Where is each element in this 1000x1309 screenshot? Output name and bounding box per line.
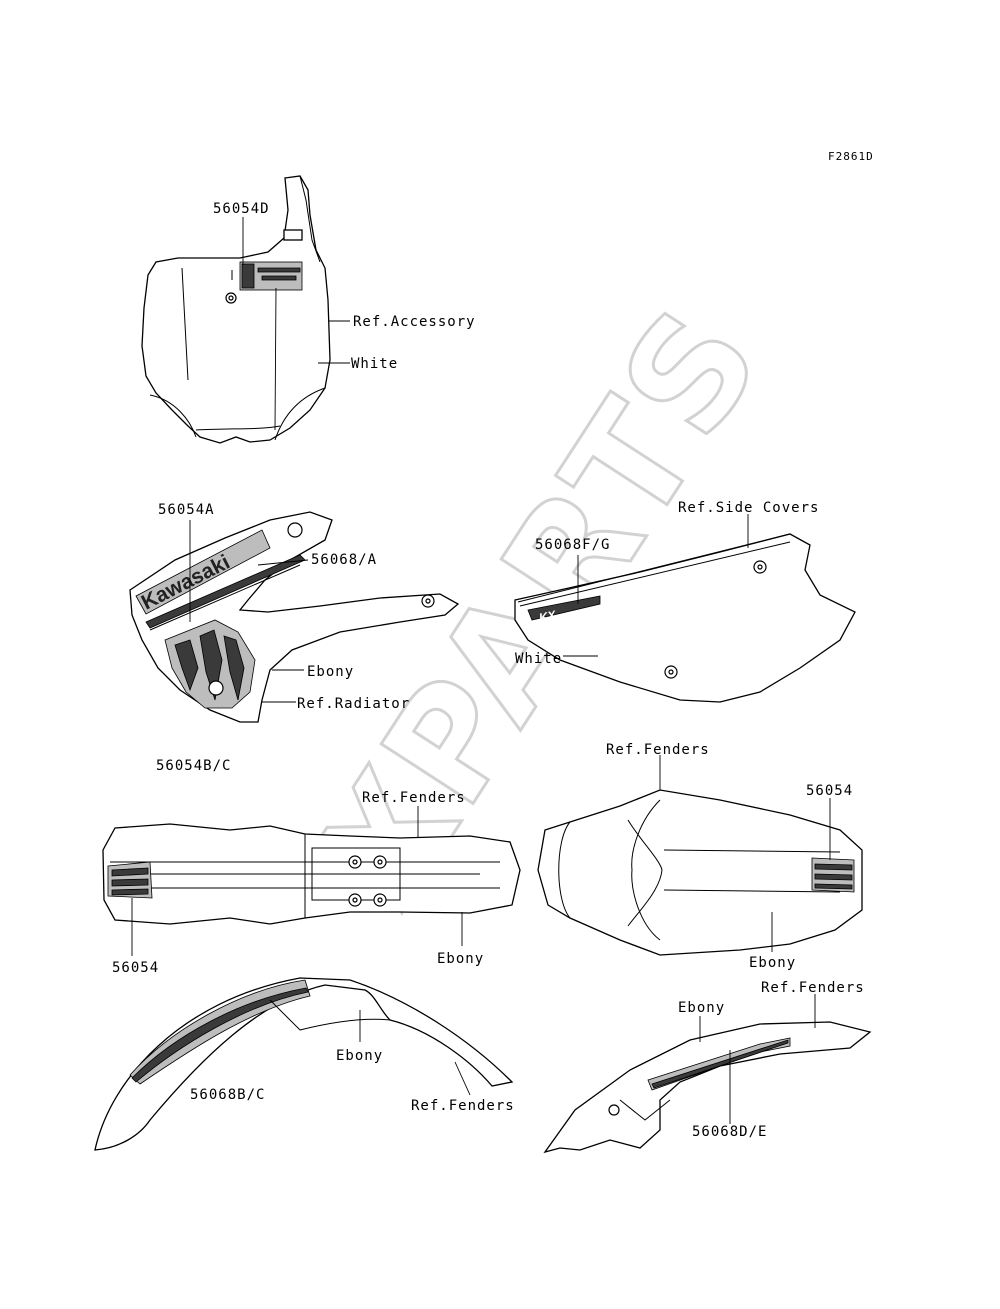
rear-fender-claw-logo — [107, 861, 153, 899]
label-front-fender2-color: Ebony — [678, 1000, 725, 1016]
label-side-cover-decal: 56068F/G — [535, 537, 610, 553]
rear-fender2-claw-logo — [811, 857, 855, 893]
side-cover-logo: KX — [538, 608, 558, 625]
label-rear-fender-ref: Ref.Fenders — [362, 790, 466, 806]
front-fender-left — [94, 977, 514, 1151]
label-side-cover-color: White — [515, 651, 562, 667]
rear-fender-top — [102, 806, 521, 956]
label-front-fender-color: Ebony — [336, 1048, 383, 1064]
radiator-shroud: Kawasaki — [129, 511, 460, 723]
diagram-code: F2861D — [828, 150, 874, 163]
label-shroud-stripe: 56068/A — [311, 552, 377, 568]
label-shroud-ref: Ref.Radiator — [297, 696, 410, 712]
label-rear-fender-decal-set: 56054B/C — [156, 758, 231, 774]
label-front-fender-ref: Ref.Fenders — [411, 1098, 515, 1114]
label-rear-fender2-color: Ebony — [749, 955, 796, 971]
label-number-plate-ref: Ref.Accessory — [353, 314, 476, 330]
label-side-cover-ref: Ref.Side Covers — [678, 500, 819, 516]
label-number-plate-decal: 56054D — [213, 201, 270, 217]
label-shroud-color: Ebony — [307, 664, 354, 680]
front-fender-right — [543, 994, 872, 1154]
label-number-plate-color: White — [351, 356, 398, 372]
side-cover: KX — [514, 514, 856, 703]
label-rear-fender2-logo: 56054 — [806, 783, 853, 799]
label-rear-fender-logo: 56054 — [112, 960, 159, 976]
label-shroud-decal: 56054A — [158, 502, 215, 518]
label-rear-fender-color: Ebony — [437, 951, 484, 967]
number-plate — [141, 175, 350, 444]
rear-fender-side — [537, 755, 863, 956]
number-plate-decal-icon — [239, 261, 303, 291]
label-rear-fender2-ref: Ref.Fenders — [606, 742, 710, 758]
label-front-fender-decal: 56068B/C — [190, 1087, 265, 1103]
shroud-claw-decal — [164, 619, 256, 709]
label-front-fender2-decal: 56068D/E — [692, 1124, 767, 1140]
label-front-fender2-ref: Ref.Fenders — [761, 980, 865, 996]
